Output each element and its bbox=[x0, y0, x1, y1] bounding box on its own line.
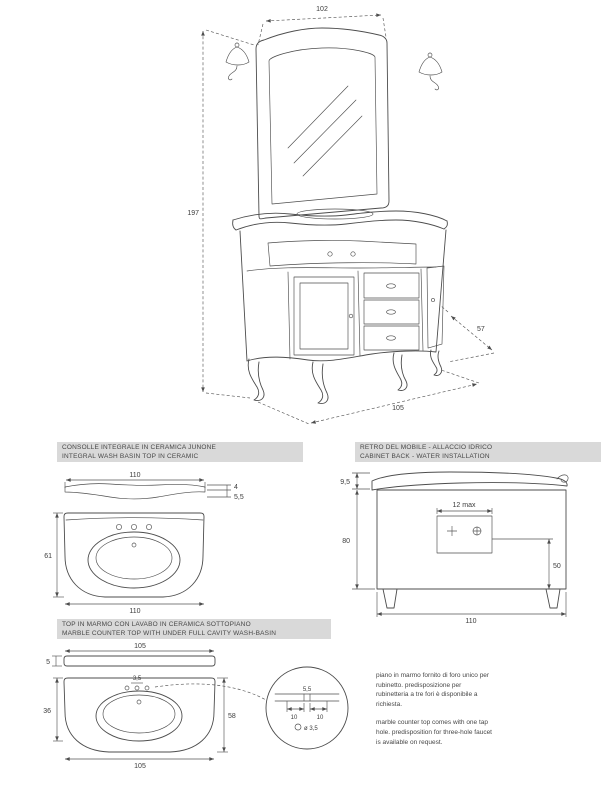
marble-top-drawing: 105 5 3,5 36 58 105 5,5 bbox=[43, 643, 349, 770]
mirror-frame bbox=[255, 27, 390, 220]
back-panel bbox=[376, 489, 567, 590]
drawer-knob-3 bbox=[386, 335, 396, 341]
marble-tap-hole-right bbox=[144, 685, 150, 691]
marble-section-header: TOP IN MARMO CON LAVABO IN CERAMICA SOTT… bbox=[57, 619, 331, 639]
vanity-perspective-drawing: 102 197 57 105 bbox=[187, 6, 495, 425]
basin-section-header: CONSOLLE INTEGRALE IN CERAMICA JUNONE IN… bbox=[57, 442, 303, 462]
basin-front-view bbox=[63, 512, 205, 598]
basin-dim-thickness-edge: 5,5 bbox=[234, 494, 244, 501]
detail-leader-line bbox=[154, 683, 267, 701]
marble-dim-hole: 3,5 bbox=[133, 676, 142, 682]
dim-width-bottom-label: 105 bbox=[392, 405, 404, 412]
drawer-knob-2 bbox=[386, 309, 396, 315]
back-leg-right bbox=[545, 588, 561, 609]
marble-dim-height-right: 58 bbox=[228, 713, 236, 720]
back-dim-height: 80 bbox=[342, 538, 350, 545]
dim-depth-label: 57 bbox=[477, 326, 485, 333]
right-side-door bbox=[426, 265, 445, 349]
top-drawer-knob-left bbox=[327, 251, 333, 257]
cabinet-body bbox=[239, 229, 447, 362]
back-top-profile bbox=[371, 471, 568, 491]
basin-dim-width-bottom: 110 bbox=[129, 608, 140, 615]
note-italian: piano in marmo fornito di foro unico per… bbox=[376, 672, 490, 708]
right-sconce-lamp bbox=[418, 52, 443, 91]
detail-dim-hole: ø 3,5 bbox=[304, 726, 318, 732]
basin-bowl-outer bbox=[87, 531, 181, 589]
basin-dim-thickness-top: 4 bbox=[234, 484, 238, 491]
top-drawer-knob-right bbox=[350, 251, 356, 257]
basin-title-english: INTEGRAL WASH BASIN TOP IN CERAMIC bbox=[62, 452, 199, 460]
mirror-reflection-hatching bbox=[287, 85, 363, 177]
left-sconce-lamp bbox=[225, 42, 250, 81]
basin-dim-width-top: 110 bbox=[129, 472, 140, 479]
cabinet-back-drawing: 9,5 80 12 max 50 110 bbox=[340, 471, 569, 625]
back-title-english: CABINET BACK - WATER INSTALLATION bbox=[360, 452, 490, 460]
note-english: marble counter top comes with one tap ho… bbox=[376, 719, 492, 746]
basin-outline bbox=[296, 208, 374, 220]
back-dim-pipe-height: 50 bbox=[553, 563, 561, 570]
basin-title-italian: CONSOLLE INTEGRALE IN CERAMICA JUNONE bbox=[62, 444, 217, 451]
marble-tap-hole-left bbox=[124, 685, 130, 691]
main-dimensions: 102 197 57 105 bbox=[187, 6, 495, 425]
marble-dim-height-left: 36 bbox=[43, 708, 51, 715]
back-section-header: RETRO DEL MOBILE - ALLACCIO IDRICO CABIN… bbox=[355, 442, 601, 462]
basin-bowl-inner bbox=[95, 536, 173, 580]
water-connection-left bbox=[447, 526, 457, 536]
right-side-knob bbox=[431, 298, 435, 302]
dim-width-top-label: 102 bbox=[316, 6, 328, 13]
marble-title-english: MARBLE COUNTER TOP WITH UNDER FULL CAVIT… bbox=[62, 629, 277, 637]
cabriole-legs bbox=[247, 349, 443, 404]
back-dim-width: 110 bbox=[465, 618, 476, 625]
basin-dim-height: 61 bbox=[44, 553, 52, 560]
marble-side-profile bbox=[63, 655, 216, 667]
left-door bbox=[293, 276, 355, 356]
detail-dim-left: 10 bbox=[291, 715, 298, 721]
marble-front-view bbox=[63, 677, 216, 753]
marble-tap-hole-center bbox=[134, 685, 140, 691]
drawer-knob-1 bbox=[386, 283, 396, 289]
marble-dim-width-bottom: 105 bbox=[134, 763, 146, 770]
side-drawer-3 bbox=[363, 325, 420, 351]
side-drawer-1 bbox=[363, 272, 420, 299]
tap-hole-detail-circle: 5,5 10 10 ø 3,5 bbox=[265, 666, 349, 750]
left-door-knob bbox=[348, 313, 354, 319]
left-door-panel bbox=[299, 282, 349, 350]
marble-note: piano in marmo fornito di foro unico per… bbox=[376, 671, 494, 756]
basin-faucet-hole-left bbox=[116, 524, 122, 530]
side-drawer-2 bbox=[363, 299, 420, 325]
marble-dim-thickness: 5 bbox=[46, 659, 50, 666]
marble-dim-width-top: 105 bbox=[134, 643, 146, 650]
detail-dim-right: 10 bbox=[317, 715, 324, 721]
counter-top bbox=[232, 208, 448, 231]
dim-height-label: 197 bbox=[187, 210, 199, 217]
water-installation-box bbox=[436, 515, 493, 554]
marble-overflow-hole bbox=[136, 699, 142, 705]
marble-title-italian: TOP IN MARMO CON LAVABO IN CERAMICA SOTT… bbox=[62, 621, 251, 628]
back-title-italian: RETRO DEL MOBILE - ALLACCIO IDRICO bbox=[360, 444, 493, 451]
marble-bowl-outer bbox=[95, 690, 183, 742]
marble-bowl-inner bbox=[102, 694, 176, 734]
back-dim-box: 12 max bbox=[453, 502, 476, 509]
detail-hole-symbol bbox=[294, 723, 302, 731]
basin-drawing: 110 4 5,5 61 110 bbox=[44, 472, 244, 615]
back-leg-left bbox=[382, 588, 398, 609]
mirror-glass bbox=[268, 47, 378, 205]
detail-dim-center: 5,5 bbox=[303, 687, 312, 693]
basin-faucet-hole-center bbox=[131, 524, 137, 530]
basin-faucet-hole-right bbox=[146, 524, 152, 530]
back-dim-top-offset: 9,5 bbox=[340, 479, 350, 486]
basin-side-profile bbox=[64, 483, 206, 500]
top-drawer bbox=[267, 240, 417, 267]
basin-overflow-hole bbox=[131, 542, 137, 548]
